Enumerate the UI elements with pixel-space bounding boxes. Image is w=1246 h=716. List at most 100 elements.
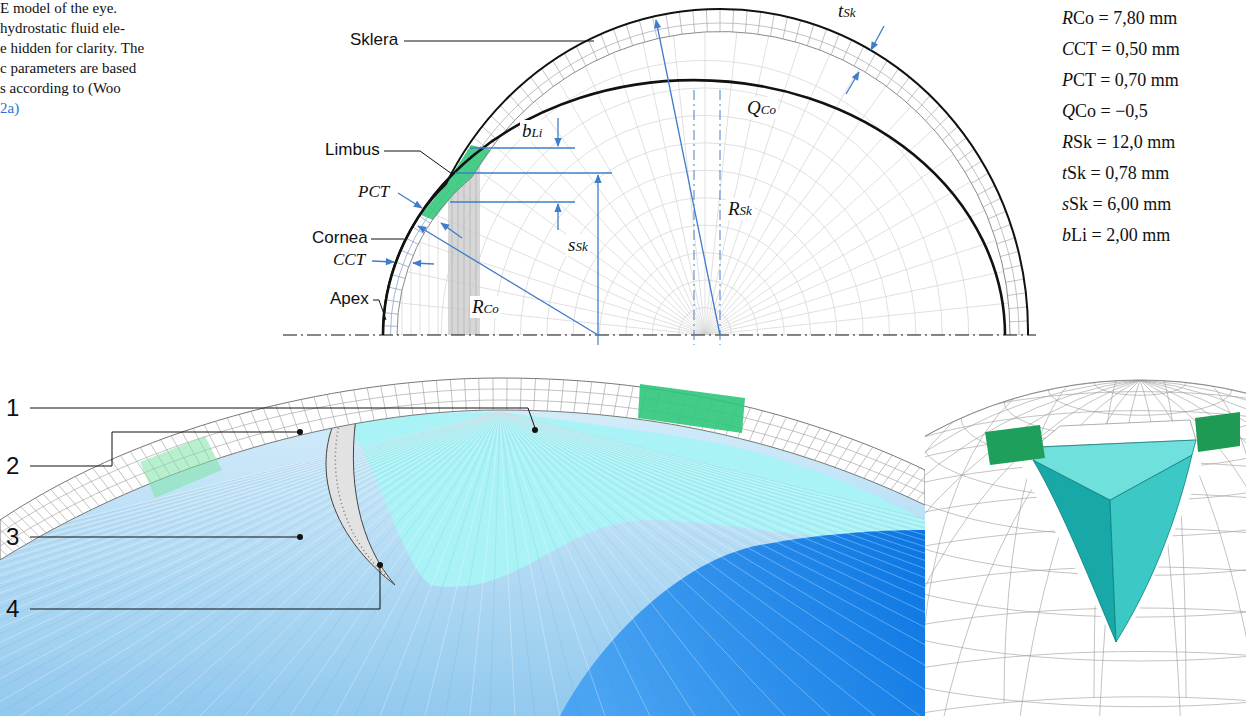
- symmetry-axis: [283, 334, 1036, 335]
- mesh-line: [252, 300, 500, 716]
- callout-leaders: [30, 408, 535, 428]
- mesh-line: [649, 0, 661, 55]
- mesh-line: [236, 300, 500, 716]
- mesh-line: [0, 412, 500, 716]
- mesh-line: [978, 217, 1030, 237]
- mesh-line: [0, 412, 500, 716]
- mesh-line: [0, 412, 500, 716]
- mesh-line: [412, 300, 500, 716]
- mesh-line: [988, 260, 1042, 273]
- callout-dots: [532, 427, 538, 433]
- inner-shell-line: [397, 32, 1010, 335]
- dimension-lines: [413, 263, 434, 264]
- mesh-line: [500, 300, 540, 716]
- mesh-line: [0, 412, 500, 716]
- mesh-line: [0, 412, 500, 716]
- mesh-line: [0, 412, 500, 716]
- mesh-line: [284, 300, 500, 716]
- caption-text: e hidden for clarity. The: [0, 40, 144, 57]
- mesh-line: [914, 91, 953, 132]
- mesh-line: [0, 412, 500, 716]
- callout-dots: [297, 429, 303, 435]
- mesh-line: [0, 300, 500, 716]
- mesh-line: [705, 23, 986, 335]
- mesh-line: [0, 412, 500, 716]
- mesh-line: [964, 176, 1013, 203]
- mesh-line: [732, 0, 734, 48]
- mesh-line: [0, 300, 500, 716]
- mesh-line: [268, 300, 500, 716]
- mesh-line: [0, 412, 500, 716]
- mesh-line: [0, 300, 500, 716]
- mesh-line: [0, 412, 500, 716]
- mesh-line: [791, 2, 805, 58]
- mesh-line: [500, 300, 860, 716]
- mesh-line: [500, 300, 684, 716]
- caption-text: hydrostatic fluid ele-: [0, 20, 125, 37]
- sphere-body: [925, 380, 1246, 716]
- mesh-line: [365, 88, 705, 335]
- dimension-symbol: PCT: [358, 182, 389, 202]
- mesh-line: [0, 300, 500, 716]
- callout-leaders: [30, 537, 298, 538]
- mesh-line: [0, 412, 500, 716]
- mesh-line: [0, 412, 500, 716]
- mesh-line: [780, 0, 792, 55]
- mesh-line: [0, 412, 500, 716]
- mesh-line: [306, 205, 705, 335]
- sphere-view: [1195, 412, 1240, 452]
- center-line: [694, 90, 695, 345]
- mesh-line: [500, 412, 715, 716]
- parameter-value: sSk = 6,00 mm: [1062, 194, 1171, 215]
- mesh-line: [0, 300, 500, 716]
- mesh-line: [925, 377, 1246, 500]
- mesh-line: [0, 412, 500, 716]
- mesh-line: [0, 412, 500, 716]
- mesh-line: [124, 300, 500, 716]
- mesh-line: [0, 300, 500, 716]
- mesh-line: [814, 11, 833, 66]
- mesh-line: [0, 300, 500, 716]
- mesh-line: [705, 0, 835, 335]
- parameter-value: bLi = 2,00 mm: [1062, 225, 1170, 246]
- mesh-line: [0, 300, 500, 716]
- mesh-line: [0, 300, 500, 716]
- mesh-line: [500, 412, 580, 716]
- mesh-line: [140, 300, 500, 716]
- mesh-line: [402, 140, 403, 335]
- mesh-line: [706, 0, 708, 48]
- dimension-lines: [557, 118, 558, 146]
- parameter-value: RCo = 7,80 mm: [1062, 8, 1177, 29]
- callout-leaders: [30, 566, 380, 609]
- mesh-line: [40, 412, 500, 716]
- mesh-line: [0, 300, 500, 716]
- callout-leaders: [30, 408, 535, 609]
- mesh-line: [0, 300, 500, 716]
- mesh-line: [705, 248, 1116, 335]
- leader-lines: [384, 151, 452, 174]
- dimension-symbol: RCo: [470, 296, 501, 318]
- callout-number: 4: [6, 595, 19, 623]
- mesh-line: [405, 222, 433, 238]
- mesh-line: [265, 412, 500, 716]
- section-view: [326, 402, 395, 585]
- mesh-line: [425, 412, 500, 716]
- mesh-line: [375, 312, 407, 315]
- mesh-line: [0, 300, 500, 716]
- mesh-line: [974, 203, 1025, 225]
- mesh-line: [635, 2, 649, 58]
- dimension-lines: [470, 147, 575, 148]
- mesh-line: [500, 300, 748, 716]
- dimension-symbol: bLi: [520, 120, 544, 142]
- leader-lines: [373, 300, 386, 320]
- sphere-view: [1022, 428, 1202, 652]
- mesh-line: [60, 300, 500, 716]
- parameter-value: CCT = 0,50 mm: [1062, 39, 1180, 60]
- mesh-line: [500, 300, 620, 716]
- mesh-line: [374, 325, 406, 326]
- mesh-line: [12, 300, 500, 716]
- callout-number: 2: [6, 452, 19, 480]
- part-label: Sklera: [350, 30, 398, 50]
